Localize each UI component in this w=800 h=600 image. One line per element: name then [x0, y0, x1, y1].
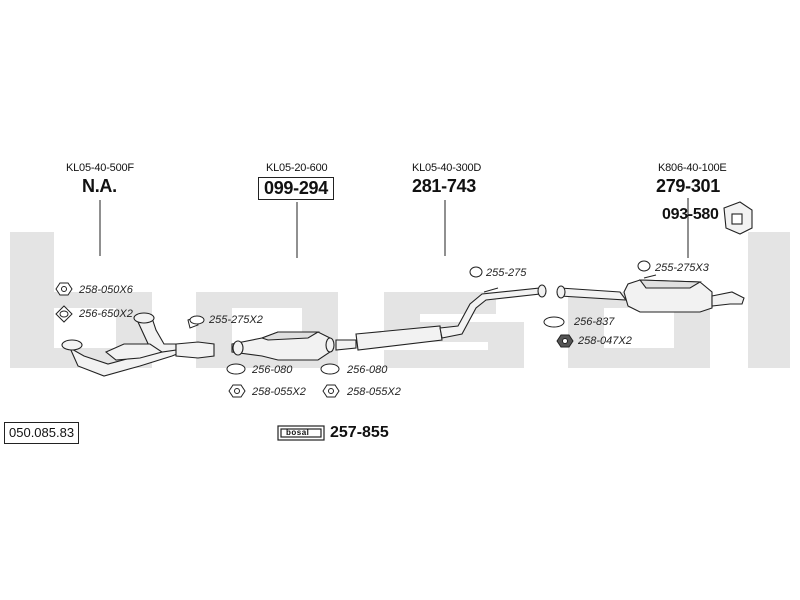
part-number-rear-silencer: 279-301 — [656, 176, 720, 196]
middle-silencer-drawing — [335, 284, 547, 351]
brand-box-text: bosal — [286, 428, 310, 437]
fitting-code: 256-080 — [252, 364, 293, 376]
part-number-rubber-mount: 093-580 — [662, 206, 719, 223]
oem-code-rear-silencer: K806-40-100E — [658, 162, 727, 174]
gasket-icon — [543, 316, 565, 328]
clamp-icon — [483, 287, 499, 293]
fitting-code: 255-275X3 — [655, 262, 709, 274]
clamp-icon — [469, 266, 483, 278]
nut-hole — [562, 338, 568, 344]
brand-box — [277, 425, 325, 441]
fitting-code: 258-047X2 — [578, 335, 632, 347]
rear-silencer-drawing — [556, 279, 745, 313]
clamp-icon — [189, 315, 205, 325]
oem-code-front-pipe: KL05-40-500F — [66, 162, 134, 174]
clamp-icon — [637, 260, 651, 272]
fitting-code: 256-837 — [574, 316, 615, 328]
gasket-icon — [226, 363, 246, 375]
fitting-code: 258-055X2 — [252, 386, 306, 398]
gasket-icon — [59, 310, 69, 318]
oem-code-catalytic-converter: KL05-20-600 — [266, 162, 328, 174]
fitting-code: 258-055X2 — [347, 386, 401, 398]
front-pipe-drawing — [61, 312, 215, 377]
nut-hole — [328, 388, 334, 394]
catalog-number: 050.085.83 — [4, 422, 80, 444]
fitting-code: 256-650X2 — [79, 308, 133, 320]
oem-code-middle-silencer: KL05-40-300D — [412, 162, 482, 174]
gasket-icon — [320, 363, 340, 375]
fitting-code: 255-275 — [486, 267, 527, 279]
catalytic-converter-drawing — [231, 331, 335, 361]
part-number-front-pipe: N.A. — [82, 176, 117, 196]
rubber-mount-drawing — [723, 201, 753, 235]
fitting-code: 258-050X6 — [79, 284, 133, 296]
nut-hole — [234, 388, 240, 394]
fitting-code: 256-080 — [347, 364, 388, 376]
part-number-middle-silencer: 281-743 — [412, 176, 476, 196]
part-number-catalytic-converter: 099-294 — [258, 177, 334, 200]
clamp-icon — [643, 274, 657, 279]
kit-part-number: 257-855 — [330, 424, 389, 441]
fitting-code: 255-275X2 — [209, 314, 263, 326]
nut-hole — [61, 286, 67, 292]
